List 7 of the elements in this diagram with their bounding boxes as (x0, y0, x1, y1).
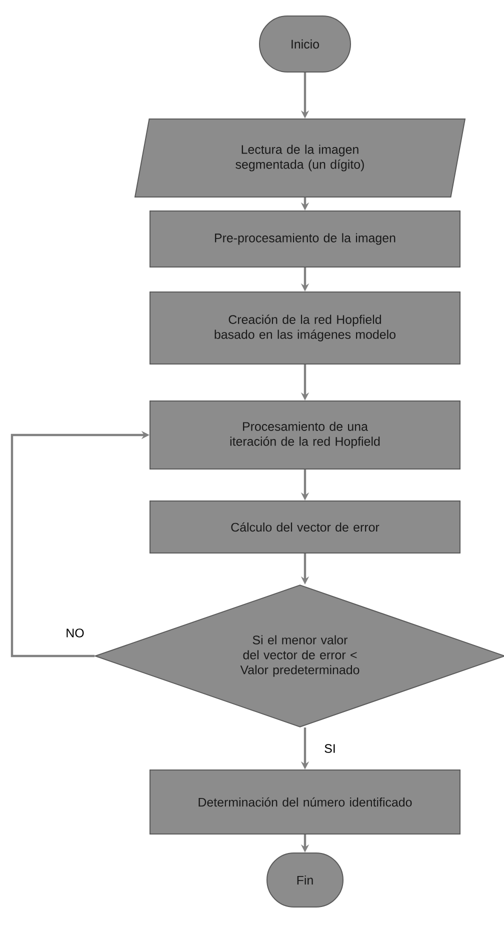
process-box: Pre-procesamiento de la imagen (150, 210, 460, 268)
process-box: Cálculo del vector de error (150, 500, 460, 554)
process-box: Creación de la red Hopfield basado en las imágenes modelo (150, 292, 460, 364)
process-box: Determinación del número identificado (150, 770, 460, 834)
edge-label: SI (323, 743, 337, 754)
process-box: Procesamiento de una iteración de la red Hopfield (150, 400, 460, 470)
edge-label: NO (64, 628, 86, 638)
